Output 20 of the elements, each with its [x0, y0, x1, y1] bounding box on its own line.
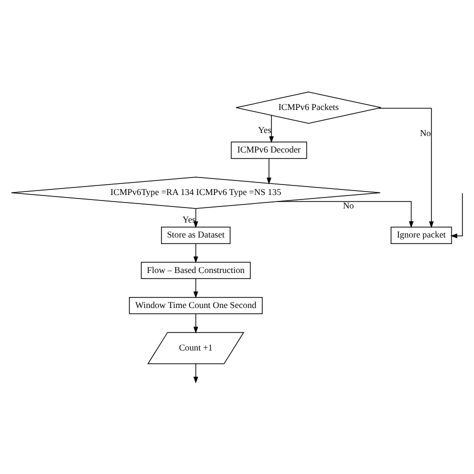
edge-label: No [420, 128, 431, 138]
arrow [269, 114, 274, 143]
node-box: Flow – Based Construction [140, 261, 251, 279]
arrow [450, 192, 463, 238]
node-box: Store as Dataset [161, 226, 231, 244]
arrow [193, 208, 198, 228]
arrow [378, 107, 434, 228]
arrow [193, 278, 198, 298]
node-box: Window Time Count One Second [128, 296, 263, 314]
arrow [266, 158, 272, 184]
arrow [193, 313, 198, 333]
arrow [193, 362, 198, 383]
edge-label: Yes [182, 214, 196, 224]
edge-label: No [342, 200, 354, 210]
node-diamond: ICMPv6 Packets [236, 91, 382, 124]
arrow [193, 242, 198, 263]
node-box: Ignore packet [390, 226, 452, 244]
arrow [277, 200, 414, 228]
node-box: ICMPv6 Decoder [230, 141, 308, 158]
edge-label: Yes [258, 124, 272, 135]
